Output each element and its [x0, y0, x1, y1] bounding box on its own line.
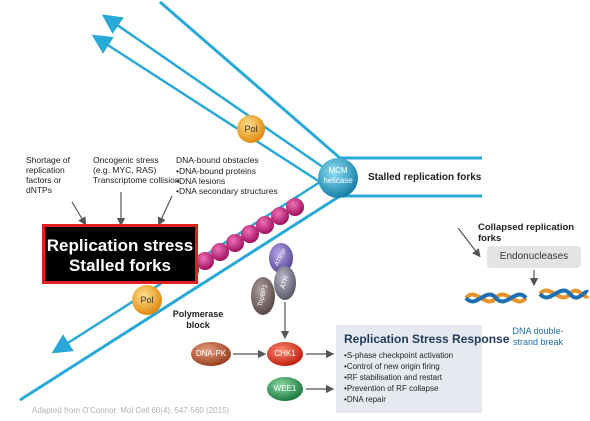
rpa-beads	[181, 198, 304, 279]
stimulus-oncogenic-line: Oncogenic stress	[93, 155, 159, 165]
response-item: RF stabilisation and restart	[344, 372, 453, 383]
pol-top-label: Pol	[244, 124, 258, 134]
stimulus-shortage: Shortage of replication factors or dNTPs	[26, 155, 70, 195]
rpa-bead	[211, 243, 229, 261]
collapsed-forks-label: Collapsed replication forks	[478, 222, 575, 244]
polymerase-block-line: block	[186, 320, 210, 330]
wee1-label: WEE1	[273, 384, 297, 393]
dsb-label-line: strand break	[512, 337, 564, 347]
chk1-label: CHK1	[274, 349, 296, 358]
mcm-label-line: MCM	[328, 166, 348, 175]
rpa-bead	[226, 234, 244, 252]
topbp1-shape	[251, 277, 275, 315]
stimulus-obstacles-title: DNA-bound obstacles	[176, 155, 259, 165]
response-item: Control of new origin firing	[344, 361, 453, 372]
atrip-shape	[269, 243, 293, 273]
rpa-bead	[241, 225, 259, 243]
dsb-label: DNA double- strand break	[498, 326, 578, 348]
obstacle-item: DNA lesions	[176, 176, 278, 186]
rpa-bead	[196, 252, 214, 270]
mcm-label-line: helicase	[323, 176, 353, 185]
dnapk-label: DNA-PK	[195, 349, 227, 358]
stimulus-oncogenic-line: (e.g. MYC, RAS)	[93, 165, 157, 175]
stalled-forks-title: Stalled forks	[68, 256, 172, 275]
polymerase-block-line: Polymerase	[172, 309, 224, 319]
wee1-shape	[267, 377, 303, 401]
rpa-bead	[271, 207, 289, 225]
response-list: S-phase checkpoint activation Control of…	[344, 350, 453, 405]
response-title: Replication Stress Response	[344, 332, 510, 346]
response-item: Prevention of RF collapse	[344, 383, 453, 394]
obstacle-item: DNA-bound proteins	[176, 166, 278, 176]
response-item: S-phase checkpoint activation	[344, 350, 453, 361]
upper-daughter-strand-1	[101, 14, 331, 174]
rpa-bead	[286, 198, 304, 216]
chk1-shape	[267, 342, 303, 366]
pol-bottom-circle	[132, 285, 162, 315]
stimulus-oncogenic: Oncogenic stress (e.g. MYC, RAS) Transcr…	[93, 155, 180, 185]
dnapk-shape	[191, 342, 231, 366]
endonucleases-box: Endonucleases	[487, 246, 581, 268]
replication-stress-box: Replication stress Stalled forks	[42, 224, 198, 284]
replication-stress-title: Replication stress	[46, 236, 194, 255]
arrow-collapsed	[457, 227, 481, 258]
source-credit: Adapted from O'Connor. Mol Cell 60(4), 5…	[32, 406, 230, 415]
polymerase-block-label: Polymerase block	[168, 309, 228, 331]
stimulus-obstacles-list: DNA-bound proteins DNA lesions DNA secon…	[176, 166, 278, 196]
mcm-helicase-circle	[318, 158, 358, 198]
dsb-label-line: DNA double-	[512, 326, 564, 336]
pol-top-circle	[237, 115, 265, 143]
stalled-forks-label: Stalled replication forks	[368, 172, 482, 183]
pol-bottom-label: Pol	[140, 295, 154, 305]
arrow-obstacles	[157, 195, 173, 226]
lower-strand-outer	[19, 194, 341, 402]
upper-daughter-strand-2	[91, 34, 321, 184]
mcm-helicase-label: MCM helicase	[318, 166, 358, 186]
obstacle-item: DNA secondary structures	[176, 186, 278, 196]
upper-strand-outer	[159, 0, 341, 160]
arrow-shortage	[71, 201, 87, 226]
stimulus-oncogenic-line: Transcriptome collision	[93, 175, 180, 185]
rpa-bead	[256, 216, 274, 234]
atr-shape	[274, 266, 296, 300]
response-item: DNA repair	[344, 394, 453, 405]
dna-helix-icon	[464, 288, 590, 304]
